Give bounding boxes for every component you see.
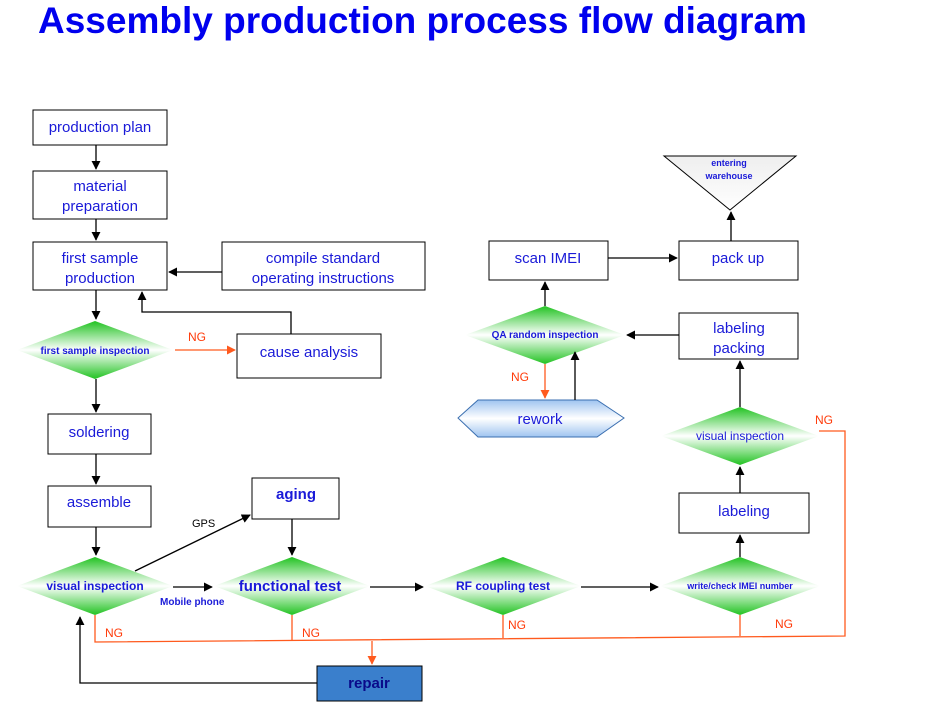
ng-label-rf: NG (508, 618, 526, 632)
material-preparation-label-1: material (73, 178, 126, 195)
node-write-check-imei: write/check IMEI number (660, 557, 820, 615)
node-rf-coupling-test: RF coupling test (425, 557, 581, 615)
first-sample-inspection-label: first sample inspection (41, 346, 150, 357)
assemble-label: assemble (67, 494, 131, 511)
node-labeling-packing: labeling packing (678, 312, 799, 360)
arrow-visual-to-aging (134, 514, 251, 572)
node-qa-random-inspection: QA random inspection (465, 306, 625, 364)
labeling-label: labeling (718, 503, 770, 520)
node-rework: rework (457, 399, 625, 438)
node-first-sample-inspection: first sample inspection (17, 321, 173, 379)
arrow-cause-to-first-sample (137, 291, 292, 334)
ng-label-visual2: NG (815, 413, 833, 427)
node-soldering: soldering (47, 413, 152, 455)
functional-test-label: functional test (239, 578, 342, 595)
rework-label: rework (517, 411, 563, 428)
production-plan-label: production plan (49, 119, 152, 136)
rf-coupling-test-label: RF coupling test (456, 579, 550, 593)
scan-imei-label: scan IMEI (515, 250, 582, 267)
node-first-sample-production: first sample production (32, 241, 168, 291)
arrow-repair-to-visual (75, 616, 317, 684)
entering-warehouse-label-2: warehouse (704, 171, 752, 181)
repair-label: repair (348, 675, 390, 692)
node-labeling: labeling (678, 492, 810, 534)
material-preparation-label-2: preparation (62, 198, 138, 215)
qa-random-inspection-label: QA random inspection (492, 330, 599, 341)
first-sample-production-label-1: first sample (62, 250, 139, 267)
write-check-imei-label: write/check IMEI number (686, 581, 793, 591)
node-compile-sop: compile standard operating instructions (221, 241, 426, 291)
visual-inspection-1-label: visual inspection (46, 579, 143, 593)
node-visual-inspection-1: visual inspection (17, 557, 173, 615)
connectors (75, 145, 745, 684)
ng-label-first-sample: NG (188, 330, 206, 344)
ng-connectors (94, 345, 846, 665)
aging-label: aging (276, 486, 316, 503)
node-aging: aging (251, 477, 340, 520)
cause-analysis-label: cause analysis (260, 344, 358, 361)
node-repair: repair (316, 665, 423, 702)
compile-sop-label-1: compile standard (266, 250, 380, 267)
node-production-plan: production plan (32, 109, 168, 146)
ng-label-functional: NG (302, 626, 320, 640)
page-title: Assembly production process flow diagram (38, 0, 807, 41)
node-pack-up: pack up (678, 240, 799, 281)
compile-sop-label-2: operating instructions (252, 270, 395, 287)
node-visual-inspection-2: visual inspection (661, 407, 819, 465)
mobile-phone-label: Mobile phone (160, 597, 225, 608)
labeling-packing-label-1: labeling (713, 320, 765, 337)
ng-label-qa: NG (511, 370, 529, 384)
node-functional-test: functional test (214, 557, 370, 615)
first-sample-production-label-2: production (65, 270, 135, 287)
labeling-packing-label-2: packing (713, 340, 765, 357)
ng-label-imei: NG (775, 617, 793, 631)
node-entering-warehouse: entering warehouse (662, 155, 798, 211)
soldering-label: soldering (69, 424, 130, 441)
node-scan-imei: scan IMEI (488, 240, 609, 281)
gps-label: GPS (192, 518, 215, 530)
ng-label-visual1: NG (105, 626, 123, 640)
pack-up-label: pack up (712, 250, 765, 267)
entering-warehouse-label-1: entering (711, 158, 747, 168)
node-assemble: assemble (47, 485, 152, 528)
node-material-preparation: material preparation (32, 170, 168, 220)
ng-return-line (94, 430, 846, 643)
node-cause-analysis: cause analysis (236, 333, 382, 379)
visual-inspection-2-label: visual inspection (696, 429, 784, 443)
